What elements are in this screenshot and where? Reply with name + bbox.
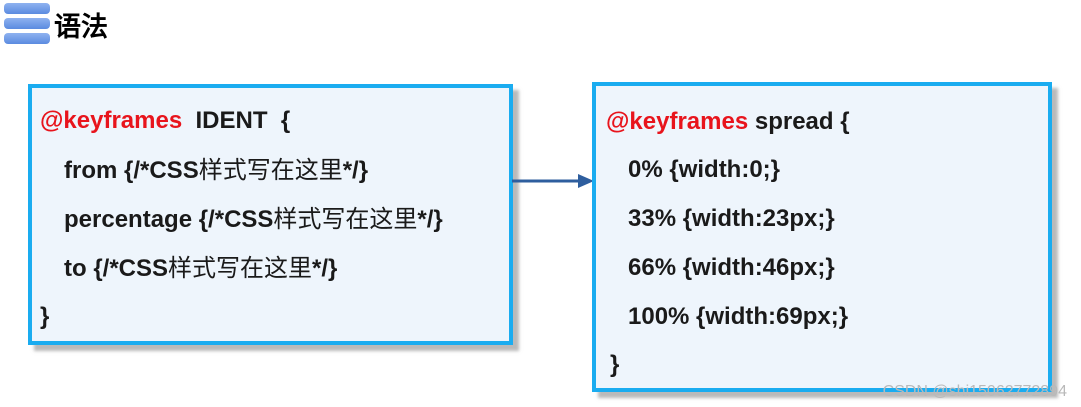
from-prefix: from {/*CSS: [64, 157, 199, 184]
example-line-close: }: [610, 351, 620, 378]
from-comment-text: 样式写在这里: [198, 156, 343, 184]
example-line-66: 66% {width:46px;}: [628, 254, 835, 281]
ident-text: IDENT {: [182, 107, 291, 134]
to-prefix: to {/*CSS: [64, 255, 169, 282]
example-line-0: 0% {width:0;}: [628, 156, 781, 183]
syntax-line-to: to {/*CSS样式写在这里*/}: [64, 253, 337, 284]
percentage-suffix: */}: [417, 206, 443, 233]
from-suffix: */}: [342, 157, 369, 184]
to-suffix: */}: [312, 255, 338, 282]
example-name-text: spread {: [748, 108, 850, 135]
syntax-line-percentage: percentage {/*CSS样式写在这里*/}: [64, 204, 443, 235]
percentage-comment-text: 样式写在这里: [273, 205, 418, 233]
syntax-line-close: }: [40, 303, 50, 330]
to-comment-text: 样式写在这里: [168, 254, 313, 282]
arrow-icon: [512, 174, 594, 188]
watermark: CSDN @shi15062772894: [882, 383, 1067, 400]
percentage-prefix: percentage {/*CSS: [64, 206, 274, 233]
example-line-100: 100% {width:69px;}: [628, 303, 849, 330]
keyframes-keyword: @keyframes: [40, 107, 183, 134]
list-icon: [4, 3, 52, 45]
example-line-keyframes: @keyframes spread {: [606, 107, 850, 137]
section-heading: 语法: [4, 2, 108, 46]
example-keyframes-keyword: @keyframes: [606, 108, 749, 135]
example-code-box: @keyframes spread { 0% {width:0;} 33% {w…: [592, 82, 1052, 392]
heading-title: 语法: [54, 11, 108, 43]
syntax-line-keyframes: @keyframes IDENT {: [40, 106, 290, 136]
syntax-line-from: from {/*CSS样式写在这里*/}: [64, 155, 368, 186]
example-line-33: 33% {width:23px;}: [628, 205, 835, 232]
syntax-code-box: @keyframes IDENT { from {/*CSS样式写在这里*/} …: [28, 84, 513, 345]
